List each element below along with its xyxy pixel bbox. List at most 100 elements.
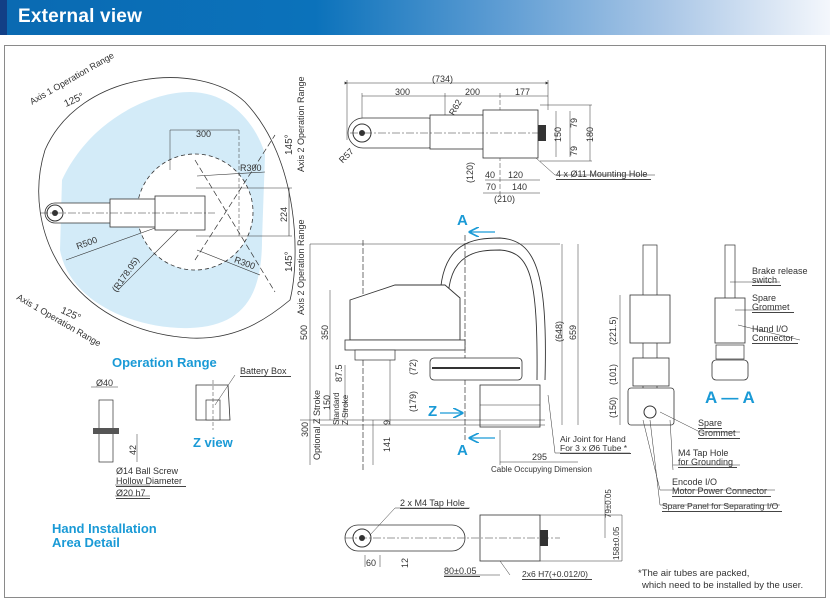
air-joint-text: For 3 x Ø6 Tube * bbox=[560, 443, 632, 454]
air-joint-line2: For 3 x Ø6 Tube * bbox=[560, 443, 632, 454]
m4-tap-line1: M4 Tap Hole bbox=[678, 448, 729, 458]
m4-tap-text: for Grounding bbox=[678, 457, 738, 468]
spare-grommet-aa-line1: Spare bbox=[752, 293, 777, 303]
dim-350: 350 bbox=[320, 324, 330, 340]
standard-z-line1: Standard bbox=[332, 392, 341, 425]
section-aa-title: A — A bbox=[705, 388, 755, 407]
battery-box-text: Battery Box bbox=[240, 366, 291, 377]
dim-79b: 79 bbox=[569, 145, 579, 156]
z-view-marker: Z bbox=[428, 403, 438, 420]
dim-179: (179) bbox=[408, 390, 418, 412]
pin-hole-text: 2x6 H7(+0.012/0) bbox=[522, 569, 592, 580]
dim-87-5: 87.5 bbox=[334, 364, 344, 382]
encode-io-text: Motor Power Connector bbox=[672, 486, 772, 497]
dim-101: (101) bbox=[608, 363, 618, 385]
hand-io-text: Connector bbox=[752, 333, 798, 344]
range-area bbox=[0, 102, 50, 358]
dim-dia-40: Ø40 bbox=[96, 378, 114, 388]
optional-z-stroke: Optional Z Stroke bbox=[312, 389, 322, 460]
dim-9: 9 bbox=[382, 419, 392, 425]
dim-42: 42 bbox=[128, 444, 138, 455]
m4-tap-line2: for Grounding bbox=[678, 457, 738, 468]
air-joint-line1: Air Joint for Hand bbox=[560, 434, 626, 444]
dim-200-top: 200 bbox=[465, 87, 481, 97]
spare-grommet-rear-text: Spare Grommet bbox=[698, 418, 740, 439]
dim-295: 295 bbox=[532, 452, 548, 462]
outer-arc bbox=[38, 77, 296, 339]
dim-659: 659 bbox=[568, 324, 578, 340]
ball-screw-line2: Hollow Diameter bbox=[116, 476, 187, 487]
section-title: External view bbox=[18, 6, 143, 27]
spare-grommet-aa-line2: Grommet bbox=[752, 302, 794, 313]
hand-detail-drawing bbox=[91, 374, 236, 497]
spare-grommet-aa-text: Grommet bbox=[752, 302, 794, 313]
dim-80: 80±0.05 bbox=[444, 566, 481, 577]
dim-221-5: (221.5) bbox=[608, 316, 618, 345]
dim-180: 180 bbox=[585, 126, 595, 142]
hand-io-line1: Hand I/O bbox=[752, 324, 789, 334]
dim-120-paren: (120) bbox=[465, 161, 475, 183]
dim-72: (72) bbox=[408, 358, 418, 375]
hand-detail-title-line2: Area Detail bbox=[52, 535, 120, 550]
section-a-top: A bbox=[457, 212, 468, 229]
spare-panel-label: Spare Panel for Separating I/O bbox=[662, 501, 783, 512]
tap-hole-text: 2 x M4 Tap Hole bbox=[400, 498, 469, 509]
ball-screw-text: Hollow Diameter bbox=[116, 476, 187, 487]
dim-79a: 79 bbox=[569, 117, 579, 128]
dim-140: 140 bbox=[512, 182, 528, 192]
z-view-title: Z view bbox=[193, 435, 233, 450]
dim-500: 500 bbox=[299, 324, 309, 340]
standard-z-line2: Z Stroke bbox=[341, 394, 350, 425]
encode-io-line2: Motor Power Connector bbox=[672, 486, 772, 497]
pin-hole-label: 2x6 H7(+0.012/0) bbox=[522, 569, 592, 580]
dim-648: (648) bbox=[554, 320, 564, 342]
dim-40: 40 bbox=[485, 170, 496, 180]
dim-177-top: 177 bbox=[515, 87, 531, 97]
rear-view-drawing bbox=[619, 244, 780, 506]
side-view-drawing bbox=[300, 232, 630, 470]
brake-release-line2: switch bbox=[752, 275, 782, 286]
dim-60: 60 bbox=[366, 558, 377, 568]
mounting-hole-text: 4 x Ø11 Mounting Hole bbox=[556, 169, 652, 180]
dim-150-side: 150 bbox=[322, 394, 332, 410]
mounting-hole-label: 4 x Ø11 Mounting Hole bbox=[556, 169, 652, 180]
dim-r300-top: R300 bbox=[240, 163, 262, 173]
axis2-label-top: Axis 2 Operation Range bbox=[296, 76, 306, 172]
dim-158-tol: 158±0.05 bbox=[612, 526, 621, 560]
axis2-angle-top: 145° bbox=[284, 134, 295, 155]
dim-210: (210) bbox=[494, 194, 516, 204]
dim-12: 12 bbox=[400, 557, 410, 568]
dim-300-range: 300 bbox=[196, 129, 212, 139]
section-a-bottom: A bbox=[457, 442, 468, 459]
section-header: External view bbox=[0, 0, 830, 35]
ball-screw-line1: Ø14 Ball Screw bbox=[116, 466, 179, 476]
encode-io-line1: Encode I/O bbox=[672, 477, 718, 487]
operation-range-title: Operation Range bbox=[112, 355, 217, 370]
footnote-line1: *The air tubes are packed, bbox=[638, 568, 750, 579]
section-aa-drawing bbox=[711, 244, 801, 381]
dim-120: 120 bbox=[508, 170, 524, 180]
hand-detail-title-line1: Hand Installation bbox=[52, 521, 157, 536]
spare-panel-text: Spare Panel for Separating I/O bbox=[662, 501, 783, 512]
footnote-line2: which need to be installed by the user. bbox=[642, 580, 804, 591]
dim-300-side: 300 bbox=[300, 421, 310, 437]
dim-150-rear: (150) bbox=[608, 396, 618, 418]
dim-80-text: 80±0.05 bbox=[444, 566, 481, 577]
dim-300-top: 300 bbox=[395, 87, 411, 97]
battery-box-label: Battery Box bbox=[240, 366, 291, 377]
dim-dia-20: Ø20 h7 bbox=[116, 488, 150, 499]
cable-dimension-label: Cable Occupying Dimension bbox=[491, 465, 592, 474]
drawing-frame bbox=[4, 45, 826, 598]
axis2-angle-bottom: 145° bbox=[284, 251, 295, 272]
axis2-label-bottom: Axis 2 Operation Range bbox=[296, 219, 306, 315]
dim-734: (734) bbox=[432, 74, 454, 84]
dim-224: 224 bbox=[279, 206, 289, 222]
top-view-drawing bbox=[344, 80, 655, 198]
brake-release-line1: Brake release bbox=[752, 266, 808, 276]
dim-79-tol: 79±0.05 bbox=[604, 489, 613, 518]
header-accent-bar bbox=[0, 0, 7, 35]
hand-io-line2: Connector bbox=[752, 333, 798, 344]
brake-release-text: switch bbox=[752, 275, 782, 286]
base-view-drawing bbox=[344, 495, 623, 576]
